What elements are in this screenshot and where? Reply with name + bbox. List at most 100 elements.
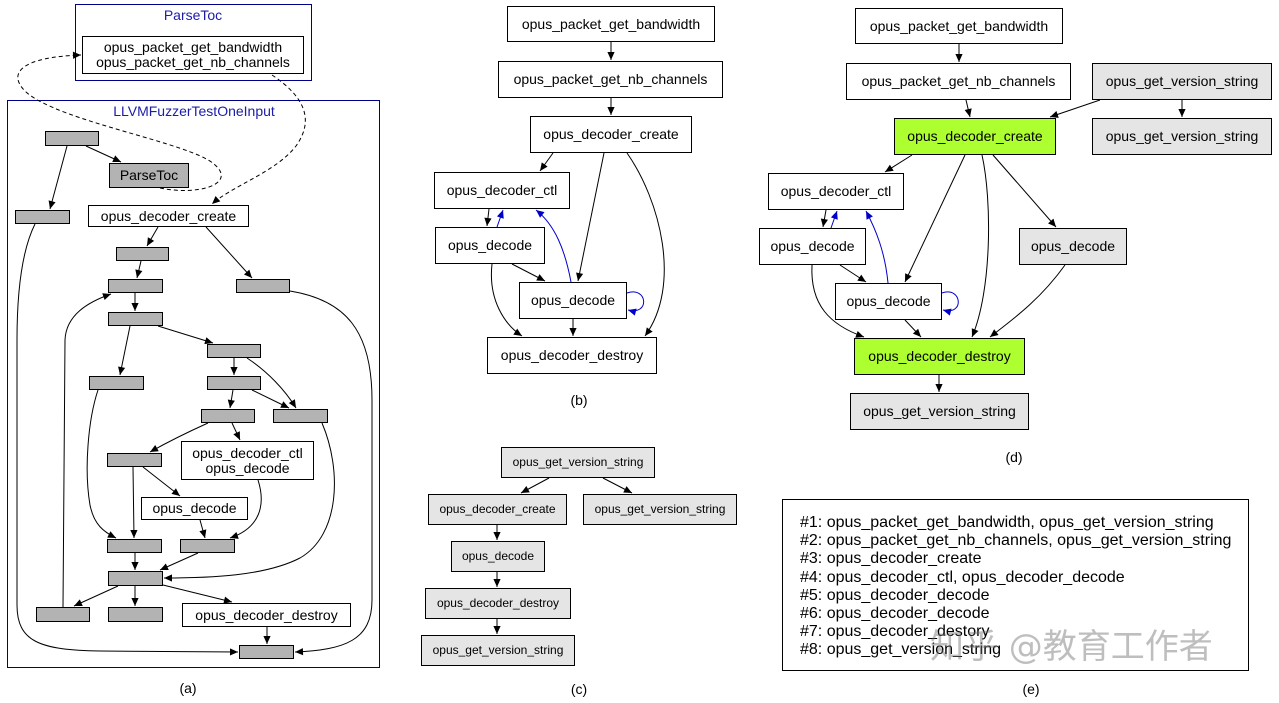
caption-b: (b) bbox=[570, 392, 588, 408]
edge-d-version-to-create bbox=[1049, 99, 1101, 118]
edge-b-decode-1-to-decode-2 bbox=[511, 263, 546, 282]
edge-a-return-parsetoc-dashed bbox=[211, 74, 306, 205]
edge-a-loop-back bbox=[62, 293, 112, 608]
edge-c-version-to-create bbox=[520, 477, 550, 494]
node-a-block bbox=[180, 539, 235, 553]
edge-a-block-chain-8 bbox=[251, 389, 290, 409]
edge-d-decode-lib-to-destroy bbox=[989, 264, 1066, 338]
node-b-destroy: opus_decoder_destroy bbox=[487, 337, 657, 374]
legend-line-8: #8: opus_get_version_string bbox=[800, 641, 1002, 659]
node-a-ctl-decode: opus_decoder_ctl opus_decode bbox=[181, 441, 314, 480]
node-a-block bbox=[116, 247, 169, 261]
node-b-bandwidth: opus_packet_get_bandwidth bbox=[507, 6, 715, 42]
edge-a-block-chain-15 bbox=[73, 585, 119, 607]
edge-b-ctl-to-decode-1 bbox=[484, 208, 492, 227]
node-a-left-block bbox=[15, 210, 70, 224]
node-a-block bbox=[107, 453, 162, 467]
edge-d-decode-2-self-loop bbox=[941, 291, 959, 316]
edge-a-block-chain-7 bbox=[227, 389, 235, 409]
edge-b-decode-1-to-ctl bbox=[496, 209, 504, 228]
edge-a-create-to-block bbox=[146, 226, 159, 247]
node-a-bandwidth-label: opus_packet_get_bandwidth bbox=[103, 39, 283, 55]
node-c-decode: opus_decode bbox=[451, 541, 545, 572]
edge-b-create-to-decode-2 bbox=[576, 152, 605, 282]
legend-line-1: #1: opus_packet_get_bandwidth, opus_get_… bbox=[800, 514, 1214, 531]
node-c-version-2: opus_get_version_string bbox=[583, 494, 737, 525]
caption-e: (e) bbox=[1022, 681, 1040, 697]
legend-line-2: #2: opus_packet_get_nb_channels, opus_ge… bbox=[800, 532, 1232, 550]
caption-c: (c) bbox=[570, 681, 588, 697]
caption-a: (a) bbox=[179, 680, 197, 696]
edge-a-decode-to-block bbox=[199, 519, 207, 539]
node-c-destroy: opus_decoder_destroy bbox=[425, 588, 571, 619]
edge-d-decode-2-to-ctl bbox=[865, 210, 889, 284]
node-a-decode: opus_decode bbox=[141, 497, 248, 520]
edge-d-create-to-decode-2 bbox=[904, 154, 966, 283]
node-d-decode-2: opus_decode bbox=[835, 283, 942, 320]
edge-a-block-chain-12 bbox=[163, 422, 335, 582]
node-b-nb-channels: opus_packet_get_nb_channels bbox=[498, 61, 723, 98]
node-a-block bbox=[207, 376, 261, 390]
edge-a-call-parsetoc-dashed bbox=[17, 51, 222, 191]
legend-line-3: #3: opus_decoder_create bbox=[800, 550, 982, 568]
edge-d-nb-channels-to-create bbox=[964, 99, 972, 118]
edge-a-block-chain-4 bbox=[157, 325, 214, 345]
node-b-decode-1: opus_decode bbox=[435, 227, 545, 264]
node-c-version-3: opus_get_version_string bbox=[421, 635, 575, 666]
node-a-right-block bbox=[236, 279, 290, 293]
edge-d-decode-1-to-decode-2 bbox=[839, 264, 867, 283]
watermark: 知乎 @教育工作者 bbox=[930, 627, 1213, 667]
panel-b-edges bbox=[484, 42, 665, 337]
node-a-block bbox=[36, 607, 90, 622]
node-a-decode-label: opus_decode bbox=[205, 459, 290, 476]
legend-line-5: #5: opus_decoder_decode bbox=[800, 586, 990, 604]
legend-line-4: #4: opus_decoder_ctl, opus_decoder_decod… bbox=[800, 568, 1125, 586]
edge-b-create-to-destroy bbox=[626, 152, 665, 337]
edge-d-create-to-decode-lib bbox=[992, 154, 1057, 228]
edge-a-block-chain-1 bbox=[135, 260, 143, 279]
node-c-create: opus_decoder_create bbox=[428, 494, 567, 525]
edge-b-decode-2-self-loop bbox=[626, 291, 645, 316]
node-b-decode-2: opus_decode bbox=[519, 282, 627, 319]
node-a-block bbox=[108, 571, 163, 586]
panel-e-legend-box: #1: opus_packet_get_bandwidth, opus_get_… bbox=[782, 499, 1249, 671]
node-a-block bbox=[108, 312, 163, 326]
node-d-version-1: opus_get_version_string bbox=[1092, 63, 1272, 100]
caption-d: (d) bbox=[1005, 449, 1023, 465]
cluster-parsetoc-box bbox=[75, 4, 312, 81]
legend-line-6: #6: opus_decoder_decode bbox=[800, 605, 990, 623]
edge-a-block-to-ctl-decode bbox=[231, 422, 241, 441]
node-d-version-2: opus_get_version_string bbox=[1092, 118, 1272, 155]
cluster-fuzzer-label: LLVMFuzzerTestOneInput bbox=[113, 103, 275, 119]
edge-a-block-chain-14 bbox=[159, 552, 199, 571]
edge-a-entry-to-parsetoc-call bbox=[85, 145, 122, 163]
node-d-ctl: opus_decoder_ctl bbox=[768, 173, 904, 210]
node-a-nb-channels-label: opus_packet_get_nb_channels bbox=[96, 54, 290, 70]
node-d-create: opus_decoder_create bbox=[894, 118, 1056, 155]
node-a-block bbox=[207, 344, 261, 358]
node-a-block bbox=[89, 376, 144, 390]
node-a-block bbox=[273, 409, 328, 423]
edge-a-ctl-decode-to-block bbox=[229, 479, 262, 539]
node-a-exit-block bbox=[239, 645, 294, 659]
node-d-bandwidth: opus_packet_get_bandwidth bbox=[855, 8, 1063, 44]
node-d-destroy: opus_decoder_destroy bbox=[854, 338, 1025, 375]
node-a-ctl-label: opus_decoder_ctl bbox=[192, 444, 303, 461]
node-d-version-3: opus_get_version_string bbox=[850, 393, 1029, 430]
panel-c-edges bbox=[493, 477, 633, 634]
node-a-entry-block bbox=[45, 131, 99, 146]
edge-a-block-chain-3 bbox=[118, 325, 131, 376]
edge-d-create-to-destroy bbox=[971, 154, 990, 338]
edge-b-create-to-ctl bbox=[539, 152, 554, 172]
node-d-nb-channels: opus_packet_get_nb_channels bbox=[846, 63, 1071, 100]
node-a-create: opus_decoder_create bbox=[88, 205, 249, 227]
edge-a-block-chain-6 bbox=[246, 357, 297, 409]
edge-a-block-to-decode bbox=[142, 466, 181, 497]
node-b-ctl: opus_decoder_ctl bbox=[434, 172, 570, 209]
edge-d-decode-2-to-destroy bbox=[904, 319, 922, 338]
node-a-destroy: opus_decoder_destroy bbox=[182, 603, 351, 627]
edge-a-entry-to-left-block bbox=[48, 145, 68, 210]
node-a-block bbox=[108, 279, 163, 293]
